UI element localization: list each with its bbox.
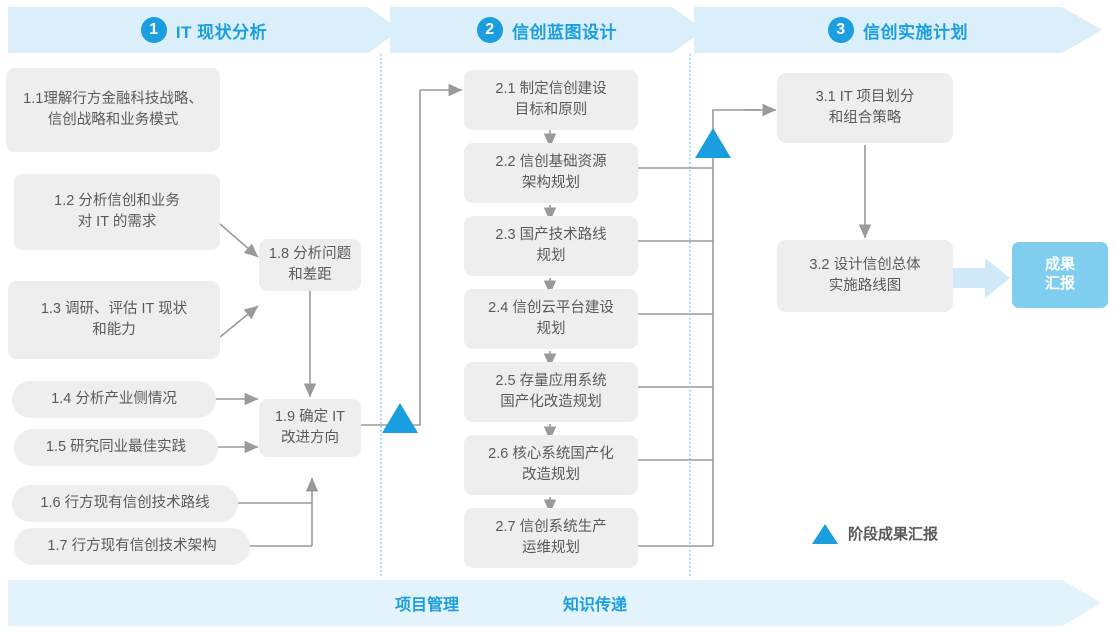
task-box-2-2[interactable]: 2.2 信创基础资源架构规划 xyxy=(464,143,638,203)
phase-title-3: 信创实施计划 xyxy=(863,22,968,42)
footer-label-project-management: 项目管理 xyxy=(395,597,460,614)
phase-title-1: IT 现状分析 xyxy=(175,22,268,42)
task-box-2-5[interactable]: 2.5 存量应用系统国产化改造规划 xyxy=(464,362,638,422)
phase-banner-1[interactable]: 1 IT 现状分析 xyxy=(8,7,400,53)
footer-bar: 项目管理 知识传递 xyxy=(8,580,1108,626)
task-box-2-6[interactable]: 2.6 核心系统国产化改造规划 xyxy=(464,435,638,495)
task-box-1-6[interactable]: 1.6 行方现有信创技术路线 xyxy=(12,485,238,522)
legend-milestone: 阶段成果汇报 xyxy=(812,523,938,544)
result-badge[interactable]: 成果汇报 xyxy=(1012,242,1108,308)
result-arrow xyxy=(952,258,1010,298)
task-box-2-3[interactable]: 2.3 国产技术路线规划 xyxy=(464,216,638,276)
phase-number-2: 2 xyxy=(477,17,503,43)
task-box-1-7[interactable]: 1.7 行方现有信创技术架构 xyxy=(14,528,250,565)
phase-number-1: 1 xyxy=(140,17,167,43)
triangle-icon xyxy=(812,523,838,544)
task-box-2-7[interactable]: 2.7 信创系统生产运维规划 xyxy=(464,508,638,568)
task-box-3-1[interactable]: 3.1 IT 项目划分和组合策略 xyxy=(777,73,953,143)
task-box-3-2[interactable]: 3.2 设计信创总体实施路线图 xyxy=(777,240,953,312)
task-box-1-4[interactable]: 1.4 分析产业侧情况 xyxy=(12,381,216,418)
task-box-2-1[interactable]: 2.1 制定信创建设目标和原则 xyxy=(464,70,638,130)
task-box-1-8[interactable]: 1.8 分析问题和差距 xyxy=(259,239,361,291)
phase-banner-2[interactable]: 2 信创蓝图设计 xyxy=(390,7,704,53)
task-box-1-5[interactable]: 1.5 研究同业最佳实践 xyxy=(14,429,218,466)
task-box-1-2[interactable]: 1.2 分析信创和业务对 IT 的需求 xyxy=(14,174,220,250)
phase-banner-3[interactable]: 3 信创实施计划 xyxy=(694,7,1102,53)
task-box-1-3[interactable]: 1.3 调研、评估 IT 现状和能力 xyxy=(8,281,220,359)
legend-label: 阶段成果汇报 xyxy=(848,526,939,543)
task-box-2-4[interactable]: 2.4 信创云平台建设规划 xyxy=(464,289,638,349)
phase-title-2: 信创蓝图设计 xyxy=(512,22,617,42)
task-box-1-1[interactable]: 1.1理解行方金融科技战略、信创战略和业务模式 xyxy=(6,68,220,152)
phase-number-3: 3 xyxy=(828,17,854,43)
footer-label-knowledge-transfer: 知识传递 xyxy=(563,597,628,614)
